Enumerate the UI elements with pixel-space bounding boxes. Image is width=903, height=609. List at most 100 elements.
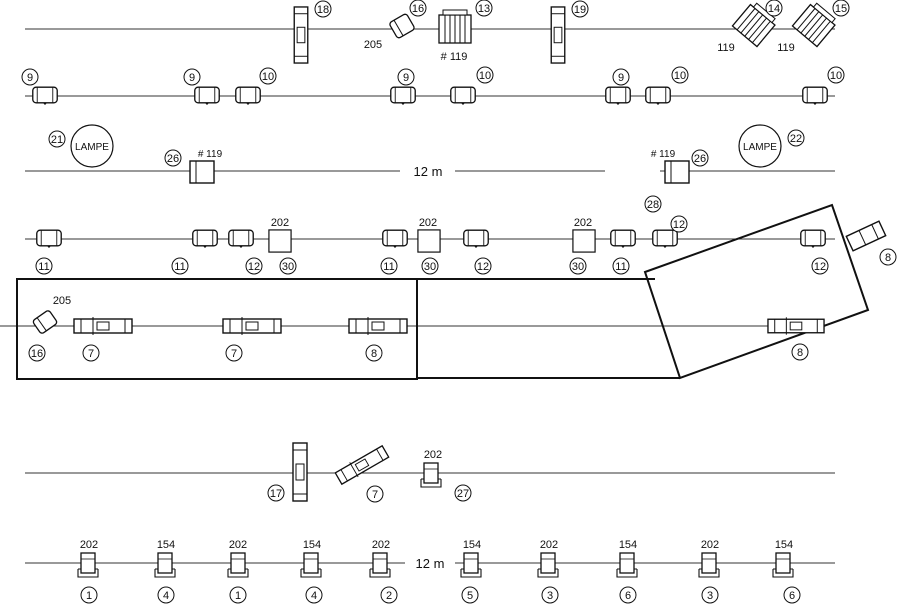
label-row7-202-4: 202 — [540, 539, 558, 551]
fixture-12c — [652, 229, 678, 248]
label-10a: 10 — [262, 71, 274, 83]
label-n9: 3 — [707, 590, 713, 602]
fixture-11d — [610, 229, 636, 248]
fixture-27 — [420, 462, 442, 488]
fixture-11a — [36, 229, 62, 248]
fixture-16-top — [389, 13, 415, 39]
stage-outlines — [16, 203, 870, 380]
label-row7-202-2: 202 — [229, 539, 247, 551]
label-row7-154-3: 154 — [463, 539, 481, 551]
label-11b: 11 — [174, 261, 185, 273]
label-202d: 202 — [424, 449, 442, 461]
label-8-top: 8 — [885, 252, 891, 264]
label-18: 18 — [317, 4, 329, 16]
label-row7-202-1: 202 — [80, 539, 98, 551]
fixture-9d — [605, 86, 631, 105]
label-n3: 1 — [235, 590, 241, 602]
label-205b: 205 — [53, 295, 71, 307]
fixture-13 — [438, 9, 472, 44]
fixture-10d — [802, 86, 828, 105]
fixture-12a — [228, 229, 254, 248]
stage-left — [16, 278, 418, 380]
label-26a: 26 — [167, 153, 179, 165]
label-21: 21 — [51, 134, 63, 146]
label-n4: 4 — [311, 590, 317, 602]
label-14: 14 — [768, 3, 780, 15]
label-9a: 9 — [27, 72, 33, 84]
fixture-30b — [417, 229, 441, 253]
fixture-3a — [537, 552, 559, 578]
label-27: 27 — [457, 488, 469, 500]
label-7c: 7 — [372, 489, 378, 501]
fixture-2 — [369, 552, 391, 578]
label-119a: # 119 — [441, 51, 468, 63]
row-5-fixtures — [32, 310, 825, 336]
fixture-10b — [450, 86, 476, 105]
label-16a: 16 — [412, 3, 424, 15]
fixture-1a — [77, 552, 99, 578]
label-n10: 6 — [789, 590, 795, 602]
fixture-11c — [382, 229, 408, 248]
fixture-9c — [390, 86, 416, 105]
label-28: 28 — [647, 199, 659, 211]
row-1-fixtures — [293, 0, 839, 64]
diagram-labels: 18 16 13 19 14 15 205 # 119 119 119 9 9 … — [27, 3, 891, 602]
fixture-6b — [772, 552, 794, 578]
circled-numbers — [21, 0, 897, 604]
label-202a: 202 — [271, 217, 289, 229]
row-4-fixtures — [36, 220, 887, 253]
label-row7-154-4: 154 — [619, 539, 637, 551]
label-202c: 202 — [574, 217, 592, 229]
label-8b: 8 — [797, 347, 803, 359]
label-7a: 7 — [88, 348, 94, 360]
fixture-7a — [73, 316, 133, 336]
label-row7-202-3: 202 — [372, 539, 390, 551]
fixture-5 — [460, 552, 482, 578]
fixture-30c — [572, 229, 596, 253]
fixture-16-stage — [32, 310, 58, 334]
fixture-7b — [222, 316, 282, 336]
label-30a: 30 — [282, 261, 294, 273]
label-205a: 205 — [364, 39, 382, 51]
label-row7-154-1: 154 — [157, 539, 175, 551]
fixture-11b — [192, 229, 218, 248]
label-119e: # 119 — [651, 149, 676, 160]
fixture-8-offstage — [845, 220, 887, 252]
label-119c: 119 — [777, 42, 795, 54]
label-26b: 26 — [694, 153, 706, 165]
fixture-8b — [767, 316, 825, 336]
label-202b: 202 — [419, 217, 437, 229]
fixture-30a — [268, 229, 292, 253]
label-10c: 10 — [674, 70, 686, 82]
fixture-6a — [616, 552, 638, 578]
fixture-18 — [293, 6, 309, 64]
fixture-7-angled — [333, 443, 391, 487]
label-12-top: 12 — [673, 219, 685, 231]
label-11d: 11 — [615, 261, 626, 273]
fixture-17 — [292, 442, 308, 502]
fixture-4a — [154, 552, 176, 578]
label-n8: 6 — [625, 590, 631, 602]
label-n1: 1 — [86, 590, 92, 602]
fixture-19 — [550, 6, 566, 64]
label-row7-202-5: 202 — [701, 539, 719, 551]
label-119b: 119 — [717, 42, 735, 54]
label-17: 17 — [270, 488, 282, 500]
label-9b: 9 — [189, 72, 195, 84]
label-12b: 12 — [477, 261, 489, 273]
label-22: 22 — [790, 133, 802, 145]
label-row7-154-2: 154 — [303, 539, 321, 551]
label-30c: 30 — [572, 261, 584, 273]
dimension-12m-top: 12 m — [414, 164, 443, 179]
label-9d: 9 — [618, 72, 624, 84]
stage-right-rotated — [643, 203, 870, 380]
label-10d: 10 — [830, 70, 842, 82]
fixture-8a — [348, 316, 408, 336]
fixture-3b — [698, 552, 720, 578]
fixture-9b — [194, 86, 220, 105]
label-12a: 12 — [248, 261, 260, 273]
fixture-4b — [300, 552, 322, 578]
label-8a: 8 — [371, 348, 377, 360]
